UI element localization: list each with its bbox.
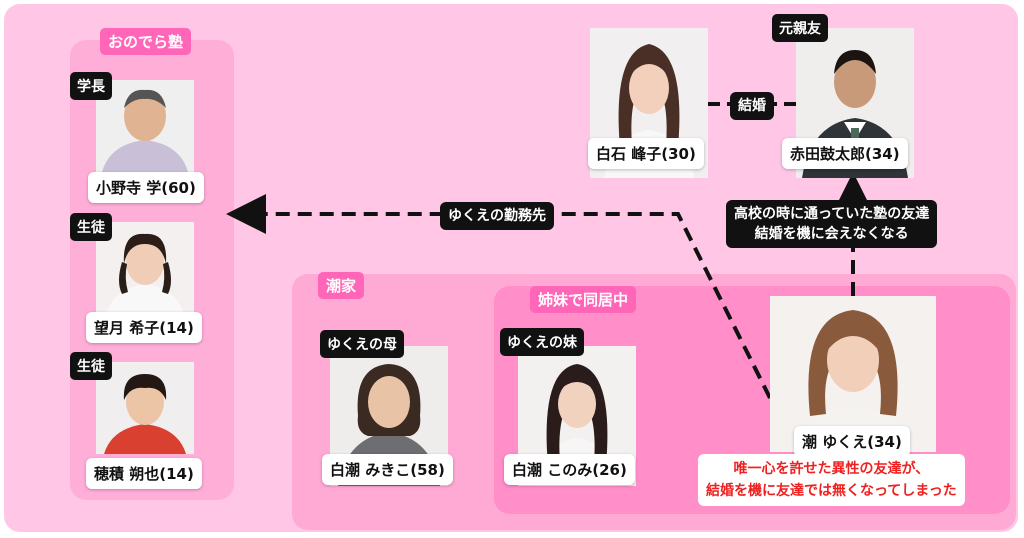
name-hozumi: 穂積 朔也(14) xyxy=(86,458,202,489)
role-tag-akada: 元親友 xyxy=(772,14,828,42)
marriage-label: 結婚 xyxy=(730,92,774,120)
role-tag-onodera: 学長 xyxy=(70,72,112,100)
yukue-note: 唯一心を許せた異性の友達が、 結婚を機に友達では無くなってしまった xyxy=(698,454,965,506)
name-mochizuki: 望月 希子(14) xyxy=(86,312,202,343)
name-konomi: 白潮 このみ(26) xyxy=(504,454,635,485)
photo-hozumi xyxy=(96,362,194,454)
name-akada: 赤田鼓太郎(34) xyxy=(782,138,908,169)
workplace-arrow xyxy=(226,194,772,399)
role-tag-hozumi: 生徒 xyxy=(70,352,112,380)
name-shiraishi: 白石 峰子(30) xyxy=(588,138,704,169)
photo-onodera xyxy=(96,80,194,172)
friend-label-line2: 結婚を機に会えなくなる xyxy=(754,226,909,242)
role-tag-mochizuki: 生徒 xyxy=(70,213,112,241)
name-yukue: 潮 ゆくえ(34) xyxy=(794,426,910,457)
photo-mochizuki xyxy=(96,222,194,314)
friend-label: 高校の時に通っていた塾の友達 結婚を機に会えなくなる xyxy=(726,200,938,248)
role-tag-mikiko: ゆくえの母 xyxy=(320,330,404,358)
workplace-label: ゆくえの勤務先 xyxy=(440,202,554,230)
yukue-note-line1: 唯一心を許せた異性の友達が、 xyxy=(733,461,930,477)
group-title-ushio: 潮家 xyxy=(318,272,365,299)
role-tag-konomi: ゆくえの妹 xyxy=(500,328,584,356)
yukue-note-line2: 結婚を機に友達では無くなってしまった xyxy=(706,483,957,499)
name-onodera: 小野寺 学(60) xyxy=(88,172,204,203)
group-title-sisters: 姉妹で同居中 xyxy=(530,286,637,313)
friend-label-line1: 高校の時に通っていた塾の友達 xyxy=(734,206,930,222)
name-mikiko: 白潮 みきこ(58) xyxy=(322,454,453,485)
group-title-onodera: おのでら塾 xyxy=(100,28,192,55)
